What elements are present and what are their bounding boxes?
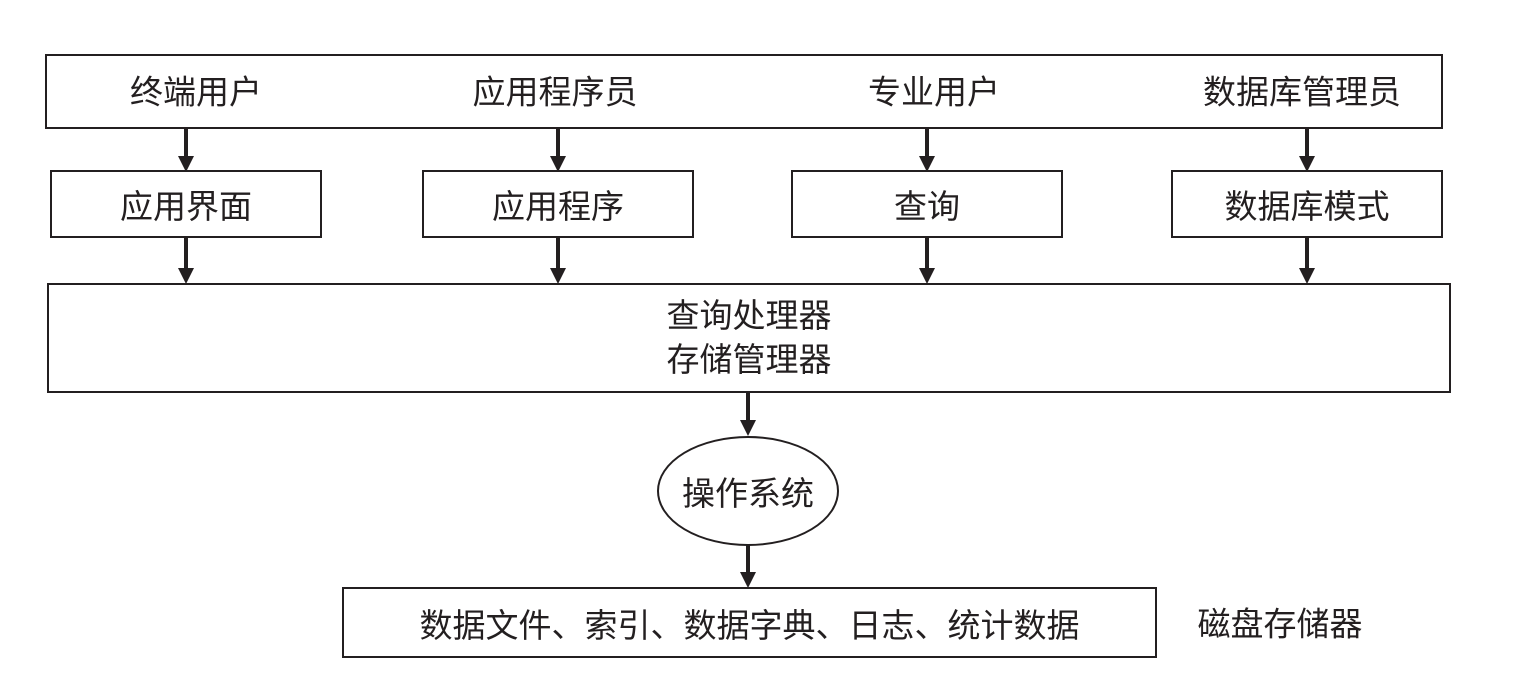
interface-app-program-label: 应用程序 (492, 187, 624, 226)
interface-query-label: 查询 (894, 187, 960, 226)
disk-storage-caption: 磁盘存储器 (1197, 604, 1363, 644)
interface-app-program-box: 应用程序 (422, 170, 694, 238)
processor-labels: 查询处理器 存储管理器 (667, 294, 832, 382)
user-professional: 专业用户 (868, 72, 1000, 112)
user-app-programmer: 应用程序员 (472, 72, 638, 112)
interface-app-ui-label: 应用界面 (120, 187, 252, 226)
processor-box (47, 283, 1451, 393)
interface-db-schema-label: 数据库模式 (1224, 187, 1390, 226)
interface-query-box: 查询 (791, 170, 1063, 238)
storage-box: 数据文件、索引、数据字典、日志、统计数据 (342, 587, 1157, 658)
storage-files-label: 数据文件、索引、数据字典、日志、统计数据 (419, 605, 1080, 645)
user-dba: 数据库管理员 (1203, 72, 1401, 112)
storage-manager-label: 存储管理器 (666, 340, 832, 379)
interface-app-ui-box: 应用界面 (50, 170, 322, 238)
os-label: 操作系统 (682, 474, 814, 513)
users-row-box (45, 54, 1443, 129)
user-end-user: 终端用户 (130, 72, 262, 112)
os-node: 操作系统 (658, 437, 838, 545)
query-processor-label: 查询处理器 (666, 296, 832, 335)
interface-db-schema-box: 数据库模式 (1171, 170, 1443, 238)
